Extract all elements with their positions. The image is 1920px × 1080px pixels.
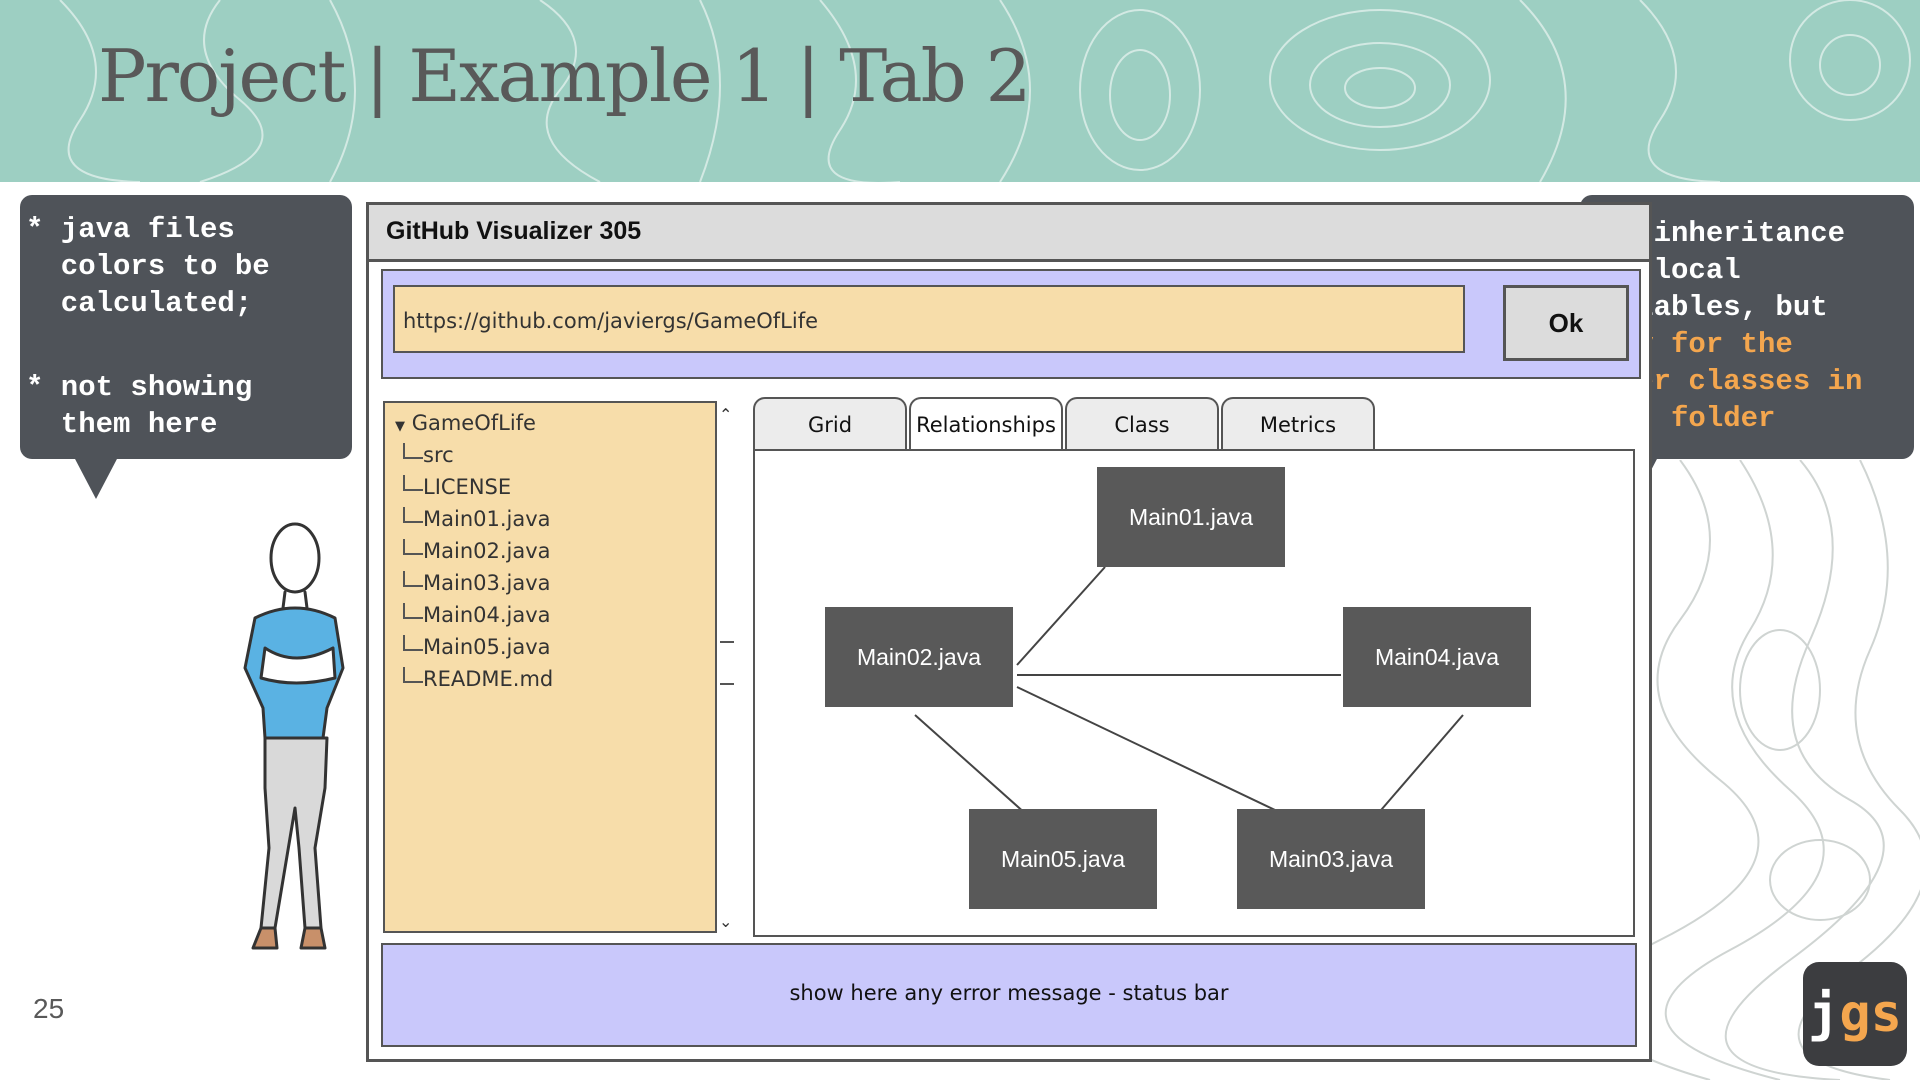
tab-metrics[interactable]: Metrics [1221,397,1375,449]
status-message: show here any error message - status bar [789,981,1229,1005]
tree-item[interactable]: src [423,443,454,467]
tree-item[interactable]: LICENSE [423,475,512,499]
tree-branch-line [403,507,423,523]
scroll-thumb[interactable] [720,641,734,685]
scroll-down-icon[interactable]: ⌄ [719,912,733,931]
scrollbar[interactable]: ⌃ ⌄ [715,403,739,931]
tree-branch-line [403,571,423,587]
tab-grid[interactable]: Grid [753,397,907,449]
app-window: GitHub Visualizer 305 https://github.com… [366,202,1652,1062]
relationships-diagram: Main01.java Main02.java Main04.java Main… [753,449,1635,937]
url-input[interactable]: https://github.com/javiergs/GameOfLife [393,285,1465,353]
edge-main01-main02 [1016,566,1106,666]
slide-title: Project | Example 1 | Tab 2 [98,34,1031,118]
page-number: 25 [33,993,65,1024]
class-node-main03[interactable]: Main03.java [1237,809,1425,909]
class-node-main04[interactable]: Main04.java [1343,607,1531,707]
tree-item[interactable]: README.md [423,667,554,691]
ok-button[interactable]: Ok [1503,285,1629,361]
person-illustration [243,522,345,950]
tree-item[interactable]: Main01.java [423,507,551,531]
class-node-main02[interactable]: Main02.java [825,607,1013,707]
tree-branch-line [403,635,423,651]
url-panel: https://github.com/javiergs/GameOfLife O… [381,269,1641,379]
tree-branch-line [403,667,423,683]
tree-branch-line [403,603,423,619]
jgs-logo: jgs [1803,962,1907,1066]
tree-root[interactable]: ▼ GameOfLife [395,411,536,435]
tree-item[interactable]: Main02.java [423,539,551,563]
edge-main02-main03 [1016,686,1320,832]
tree-item[interactable]: Main05.java [423,635,551,659]
callout-note-not-showing: * not showing them here [26,371,253,441]
tree-root-label: GameOfLife [411,411,536,435]
header-band: Project | Example 1 | Tab 2 [0,0,1920,182]
expand-triangle-icon[interactable]: ▼ [395,419,405,434]
class-node-main05[interactable]: Main05.java [969,809,1157,909]
callout-note-colors: * java files colors to be calculated; [26,213,270,320]
callout-tail [74,457,118,499]
tab-class-diagram[interactable]: Class Diagram [1065,397,1219,489]
scroll-up-icon[interactable]: ⌃ [719,405,733,424]
topographic-decoration [1620,460,1920,1080]
tree-item[interactable]: Main03.java [423,571,551,595]
class-node-main01[interactable]: Main01.java [1097,467,1285,567]
app-title: GitHub Visualizer 305 [386,217,642,245]
topographic-pattern [59,0,1911,182]
tree-branch-line [403,539,423,555]
tree-branch-line [403,443,423,459]
title-bar: GitHub Visualizer 305 [369,205,1649,262]
callout-left: * java files colors to be calculated; * … [20,195,352,499]
tree-branch-line [403,475,423,491]
status-bar: show here any error message - status bar [381,943,1637,1047]
tab-relationships[interactable]: Relationships [909,397,1063,451]
tab-area: Grid Relationships Class Diagram Metrics… [753,397,1635,937]
tree-item[interactable]: Main04.java [423,603,551,627]
